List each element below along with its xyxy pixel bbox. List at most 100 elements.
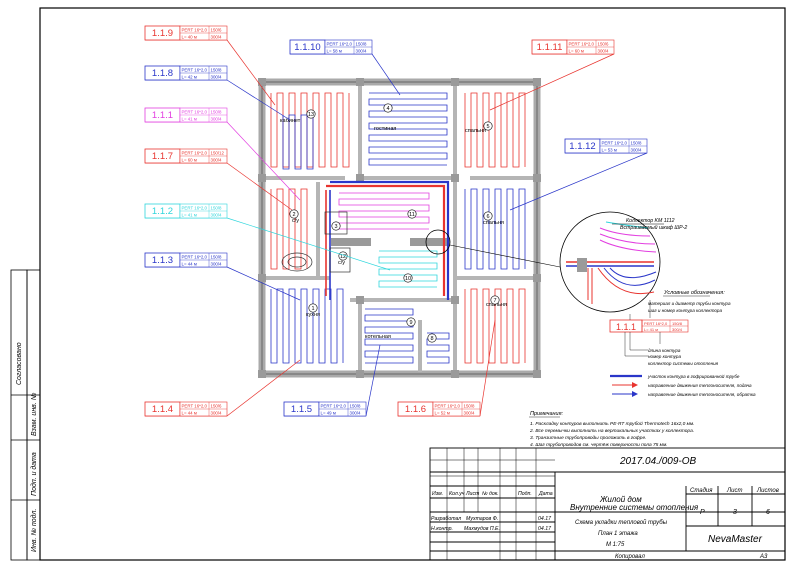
stamp-ndok: № док. <box>482 491 499 497</box>
loop-id: 1.1.7 <box>152 151 173 162</box>
arrow-supply-icon <box>612 382 638 388</box>
loop-length: L= 60 м <box>182 157 197 162</box>
stamp-project-sub: Внутренние системы отопления <box>570 503 699 512</box>
legend-loop-box: 1.1.1 PERT 16*2,0 L= 41 м 150/8 300/4 <box>609 319 689 333</box>
heating-loop-zone <box>368 92 448 166</box>
room-number: 7 <box>490 295 500 305</box>
loop-length: L= 52 м <box>435 410 450 415</box>
stamp-kopiroval: Копировал <box>615 554 645 560</box>
loop-length: L= 53 м <box>602 147 617 152</box>
stamp-nkontr-role: Н.контр. <box>431 526 453 532</box>
legend-loop-id: 1.1.1 <box>616 322 636 332</box>
heating-loop-zone <box>464 288 526 364</box>
svg-text:5: 5 <box>486 124 489 130</box>
detail-callout: Коллектор KM 1112 Встраиваемый шкаф ШР-2 <box>559 211 687 313</box>
loop-id: 1.1.4 <box>152 404 173 415</box>
svg-text:10: 10 <box>405 276 411 282</box>
room-number: 4 <box>383 103 393 113</box>
heating-loop-zone <box>270 188 308 270</box>
loop-t: 300/4 <box>631 147 643 152</box>
stamp-list-num: 3 <box>733 509 737 516</box>
stamp-sheet-title1: Схема укладки тепловой трубы <box>575 519 668 526</box>
loop-id: 1.1.6 <box>405 404 426 415</box>
loop-length: L= 60 м <box>569 48 584 53</box>
notes-title: Примечания: <box>530 411 564 417</box>
room-kotelnaya: котельная <box>365 334 391 340</box>
loop-q: 150/8 <box>464 404 476 409</box>
stamp-nkontr-date: 04.17 <box>538 526 552 532</box>
loop-pipe: PERT 16*2,0 <box>182 151 208 156</box>
loop-pipe: PERT 16*2,0 <box>182 110 208 115</box>
loop-q: 150/6 <box>211 28 223 33</box>
legend-title: Условные обозначения: <box>663 290 725 296</box>
detail-collector: Коллектор KM 1112 <box>626 218 675 224</box>
loop-id: 1.1.1 <box>152 110 173 121</box>
legend-sym1: участок контура в гофрированной трубе <box>647 373 740 379</box>
side-soglasovano: Согласовано <box>16 342 23 385</box>
room-number: 13 <box>306 109 316 119</box>
room-su2: с/у <box>338 260 345 266</box>
room-gostinaya: гостиная <box>374 126 396 132</box>
loop-t: 300/4 <box>211 157 223 162</box>
room-number: 5 <box>483 121 493 131</box>
side-inv-podl: Инв. № подл. <box>30 509 38 552</box>
detail-callout-circle <box>425 229 451 255</box>
note-4: 4. Шаг трубопроводов см. чертёж поверхно… <box>530 442 668 448</box>
legend-loop-len: L= 41 м <box>644 327 658 332</box>
note-2: 2. Все перемычки выполнить на вертикальн… <box>529 428 694 434</box>
stamp-doc-code: 2017.04./009-ОВ <box>619 456 696 467</box>
loop-pipe: PERT 16*2,0 <box>182 255 208 260</box>
legend-sym2: направление движения теплоносителя, пода… <box>648 383 752 388</box>
heating-loop-zone <box>378 250 438 288</box>
stamp-stadiya-lbl: Стадия <box>690 488 713 494</box>
room-spalnya3: спальня <box>486 302 507 308</box>
loop-pipe: PERT 16*2,0 <box>327 42 353 47</box>
stamp-razrab-role: Разработал <box>431 516 461 522</box>
sheet-frame <box>10 7 786 561</box>
room-number: 11 <box>407 209 417 219</box>
stamp-kol: Кол.уч <box>449 491 465 497</box>
heating-loop-zone <box>464 188 526 270</box>
stamp-format: А3 <box>759 554 768 560</box>
loop-id: 1.1.8 <box>152 68 173 79</box>
svg-text:13: 13 <box>308 112 314 118</box>
room-number: 8 <box>427 333 437 343</box>
loop-t: 300/4 <box>464 410 476 415</box>
legend-line3: длина контура <box>648 348 681 353</box>
loop-q: 150/6 <box>598 42 610 47</box>
loop-t: 300/4 <box>598 48 610 53</box>
stamp-company: NevaMaster <box>708 534 763 545</box>
room-labels: гостиная кабинет спальня спальня спальня… <box>280 118 507 340</box>
room-number: 9 <box>406 317 416 327</box>
loop-t: 300/4 <box>211 74 223 79</box>
loop-length: L= 40 м <box>182 34 197 39</box>
side-labels: Согласовано Взам. инв. № Подп. и дата Ин… <box>16 342 38 552</box>
stamp-listov-lbl: Листов <box>756 488 779 494</box>
loop-t: 300/4 <box>211 116 223 121</box>
svg-text:7: 7 <box>493 298 496 304</box>
loop-pipe: PERT 16*2,0 <box>182 28 208 33</box>
heating-loop-zone <box>338 192 430 230</box>
loop-id: 1.1.10 <box>294 42 320 53</box>
loop-pipe: PERT 16*2,0 <box>182 404 208 409</box>
stamp-razrab-name: Мухтаров Ф. <box>466 516 498 522</box>
loop-t: 300/4 <box>350 410 362 415</box>
stamp-sheet-title3: М 1:75 <box>606 542 625 548</box>
loop-length: L= 41 м <box>182 116 197 121</box>
stamp-list: Лист <box>465 491 480 497</box>
room-number: 2 <box>289 209 299 219</box>
loop-length: L= 49 м <box>321 410 336 415</box>
legend: Условные обозначения: материал и диаметр… <box>609 290 756 397</box>
loop-pipe: PERT 16*2,0 <box>182 68 208 73</box>
bath-fixtures <box>281 211 351 273</box>
svg-text:8: 8 <box>430 336 433 342</box>
room-number: 3 <box>331 221 341 231</box>
